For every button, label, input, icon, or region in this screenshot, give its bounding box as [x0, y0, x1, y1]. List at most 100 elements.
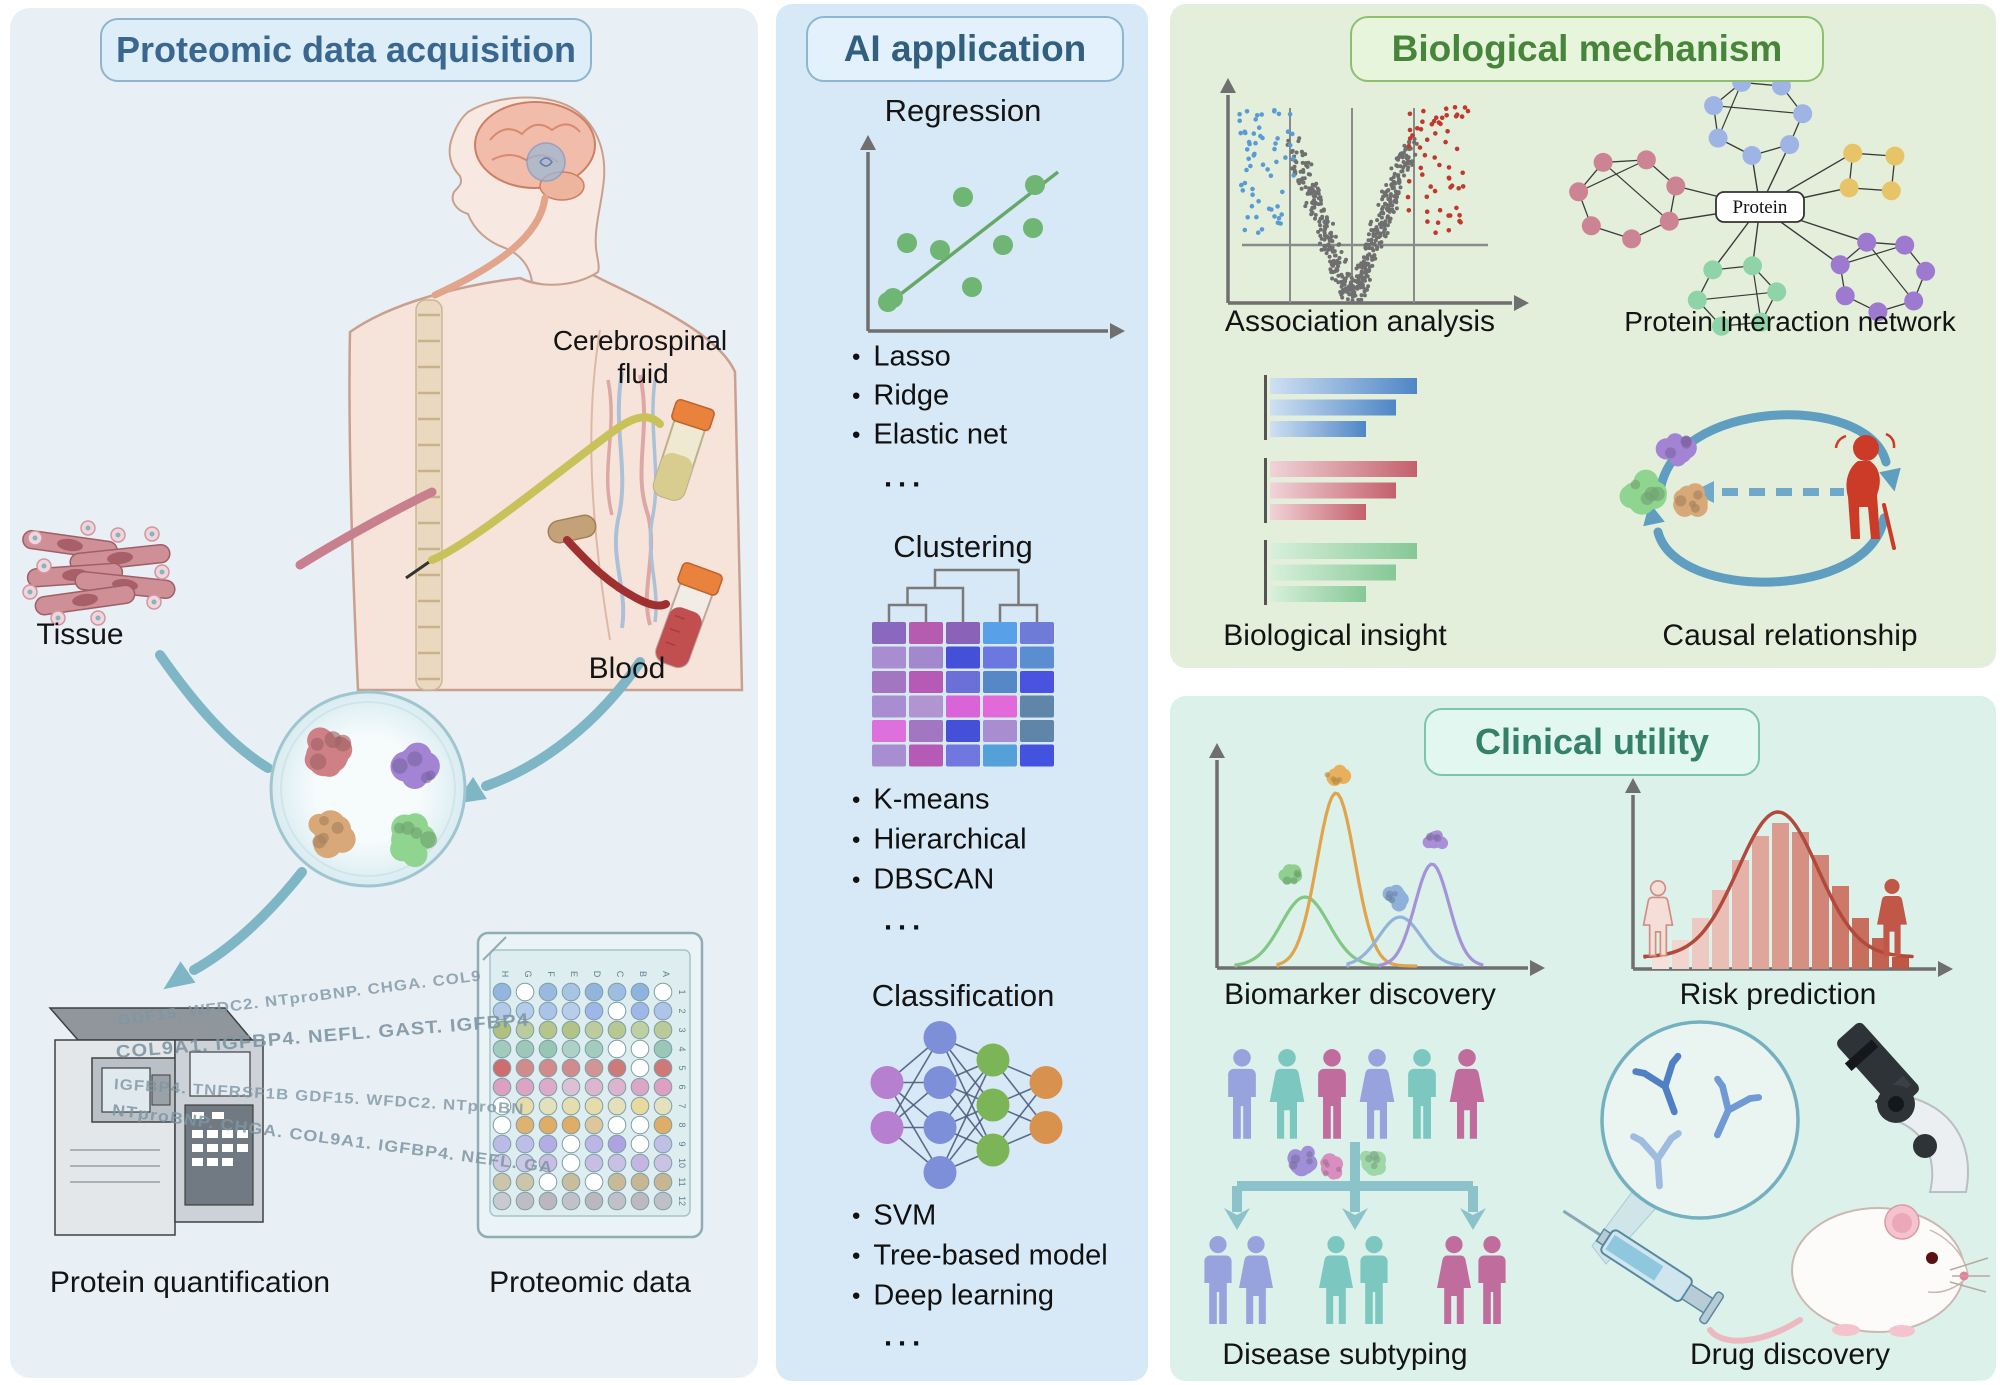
svg-text:7: 7: [677, 1103, 687, 1108]
biological-insight-bars: [1264, 375, 1417, 605]
list-item-label: Elastic net: [873, 418, 1008, 451]
bullet-dot: •: [852, 1242, 861, 1269]
risk-prediction-plot: [1625, 778, 1953, 977]
list-item-ellipsis: ...: [884, 1321, 926, 1354]
list-item-deep-learning: • Deep learning: [852, 1280, 1054, 1313]
section-clustering-label: Clustering: [893, 529, 1033, 564]
list-item-ridge: • Ridge: [852, 380, 949, 413]
list-item-tree-based-model: • Tree-based model: [852, 1240, 1108, 1273]
protein-interaction-network: Protein: [1569, 72, 1936, 336]
bullet-dot: •: [852, 1202, 861, 1229]
svg-text:9: 9: [677, 1141, 687, 1146]
bullet-dot: •: [852, 421, 861, 448]
svg-text:2: 2: [677, 1008, 687, 1013]
svg-text:12: 12: [677, 1196, 687, 1206]
list-item-label: DBSCAN: [873, 863, 995, 896]
list-item-ellipsis: ...: [884, 905, 926, 938]
tissue-icon: [22, 520, 176, 626]
dendrogram-icon: [887, 568, 1039, 622]
microscope-icon: [1837, 1022, 1969, 1193]
svg-text:3: 3: [677, 1027, 687, 1032]
risk-prediction-label: Risk prediction: [1679, 978, 1877, 1011]
tissue-label: Tissue: [36, 618, 124, 651]
svg-text:A: A: [661, 971, 671, 977]
title-biological-mechanism: Biological mechanism: [1350, 16, 1824, 82]
svg-text:11: 11: [677, 1177, 687, 1186]
list-item-kmeans: • K-means: [852, 784, 989, 817]
svg-text:5: 5: [677, 1065, 687, 1070]
list-item-label: Ridge: [873, 379, 950, 412]
svg-text:B: B: [638, 971, 648, 977]
title-proteomic-data-acquisition: Proteomic data acquisition: [100, 18, 592, 82]
drug-discovery-icon: [1562, 1020, 1990, 1344]
biomarker-discovery-plot: [1209, 743, 1545, 976]
svg-text:G: G: [523, 970, 533, 977]
biomarker-discovery-label: Biomarker discovery: [1224, 978, 1496, 1011]
list-item-label: ...: [884, 461, 927, 494]
protein-quantification-label: Protein quantification: [49, 1266, 331, 1299]
causal-cycle-icon: [1619, 410, 1901, 587]
list-item-label: K-means: [873, 783, 990, 816]
svg-text:1: 1: [677, 989, 687, 994]
list-item-elastic-net: • Elastic net: [852, 419, 1007, 452]
biological-insight-label: Biological insight: [1223, 619, 1447, 652]
volcano-plot: [1220, 78, 1529, 311]
proteomic-data-label: Proteomic data: [489, 1266, 691, 1299]
bullet-dot: •: [852, 343, 861, 370]
disease-subtyping-label: Disease subtyping: [1222, 1338, 1468, 1371]
magnifier-icon: [1600, 1020, 1800, 1220]
svg-text:C: C: [615, 971, 625, 978]
causal-relationship-label: Causal relationship: [1662, 619, 1918, 652]
elderly-person-icon: [1834, 432, 1896, 550]
list-item-dbscan: • DBSCAN: [852, 864, 994, 897]
chest-vessel: [295, 487, 437, 570]
list-item-label: ...: [884, 904, 927, 937]
list-item-lasso: • Lasso: [852, 341, 951, 374]
drug-discovery-label: Drug discovery: [1689, 1338, 1891, 1371]
brain-stem: [431, 194, 549, 299]
syringe-icon: [1562, 1209, 1725, 1325]
section-regression-label: Regression: [884, 93, 1042, 128]
svg-text:F: F: [546, 971, 556, 977]
network-center-node-label: Protein: [1733, 197, 1788, 218]
association-analysis-label: Association analysis: [1224, 305, 1496, 338]
protein-interaction-network-label: Protein interaction network: [1624, 306, 1956, 337]
bullet-dot: •: [852, 866, 861, 893]
csf-tube-icon: [405, 398, 715, 580]
list-item-label: Tree-based model: [873, 1239, 1108, 1272]
csf-label-line1: Cerebrospinal: [552, 325, 728, 356]
disease-subtyping-icon: [1204, 1049, 1506, 1324]
mouse-icon: [1707, 1204, 1990, 1344]
antibody-icons: [1630, 1052, 1763, 1190]
blood-label: Blood: [588, 652, 666, 685]
list-item-ellipsis: ...: [884, 462, 926, 495]
flow-arrows: [155, 650, 645, 975]
bullet-dot: •: [852, 1282, 861, 1309]
svg-text:10: 10: [677, 1158, 687, 1168]
svg-text:4: 4: [677, 1046, 687, 1051]
neural-network-icon: [870, 1021, 1063, 1189]
mass-spectrometer-icon: [48, 1007, 264, 1236]
bullet-dot: •: [852, 786, 861, 813]
bullet-dot: •: [852, 382, 861, 409]
svg-text:H: H: [500, 971, 510, 978]
blood-tube-icon: [547, 514, 723, 669]
svg-text:D: D: [592, 971, 602, 978]
svg-text:E: E: [569, 971, 579, 977]
brain-icon: [474, 101, 596, 201]
regression-scatter-plot: [860, 135, 1125, 339]
title-ai-application: AI application: [806, 16, 1124, 82]
list-item-label: Lasso: [873, 340, 951, 373]
list-item-label: ...: [884, 1320, 927, 1353]
csf-label-line2: fluid: [617, 358, 669, 389]
list-item-svm: •SVM: [852, 1200, 936, 1233]
bullet-dot: •: [852, 826, 861, 853]
svg-text:8: 8: [677, 1122, 687, 1127]
clustering-heatmap: [872, 622, 1054, 767]
list-item-hierarchical: •Hierarchical: [852, 824, 1027, 857]
protein-sample-circle: [269, 690, 467, 888]
list-item-label: Deep learning: [873, 1279, 1054, 1312]
